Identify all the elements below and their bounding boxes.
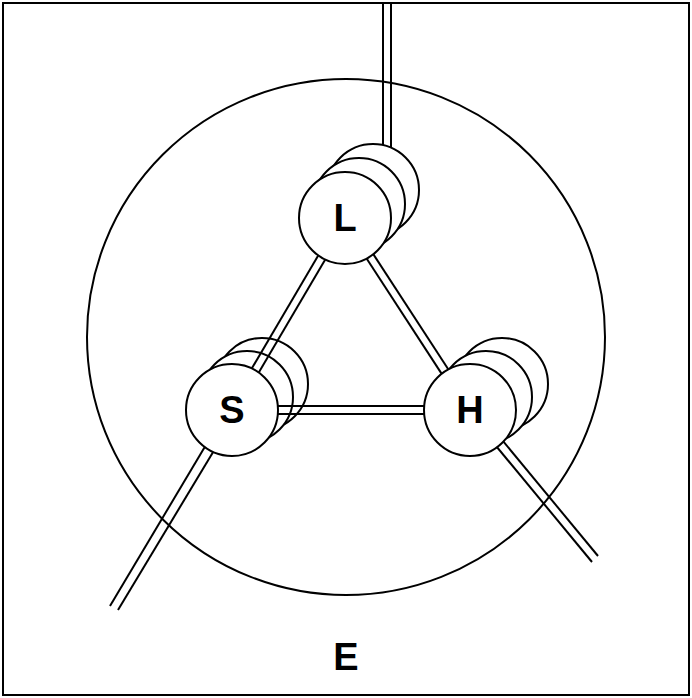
ball-node: L (298, 171, 392, 265)
ball-node: S (185, 363, 279, 457)
enclosing-circle: ELSH (86, 78, 606, 596)
region-label: E (329, 636, 362, 679)
double-bar (278, 406, 424, 414)
ball-label: H (456, 389, 483, 432)
ball-label: L (333, 197, 356, 240)
double-bar (252, 256, 325, 373)
double-bar (367, 254, 449, 373)
circle-outline (86, 78, 606, 596)
ball-node: H (423, 363, 517, 457)
ball-label: S (219, 389, 244, 432)
